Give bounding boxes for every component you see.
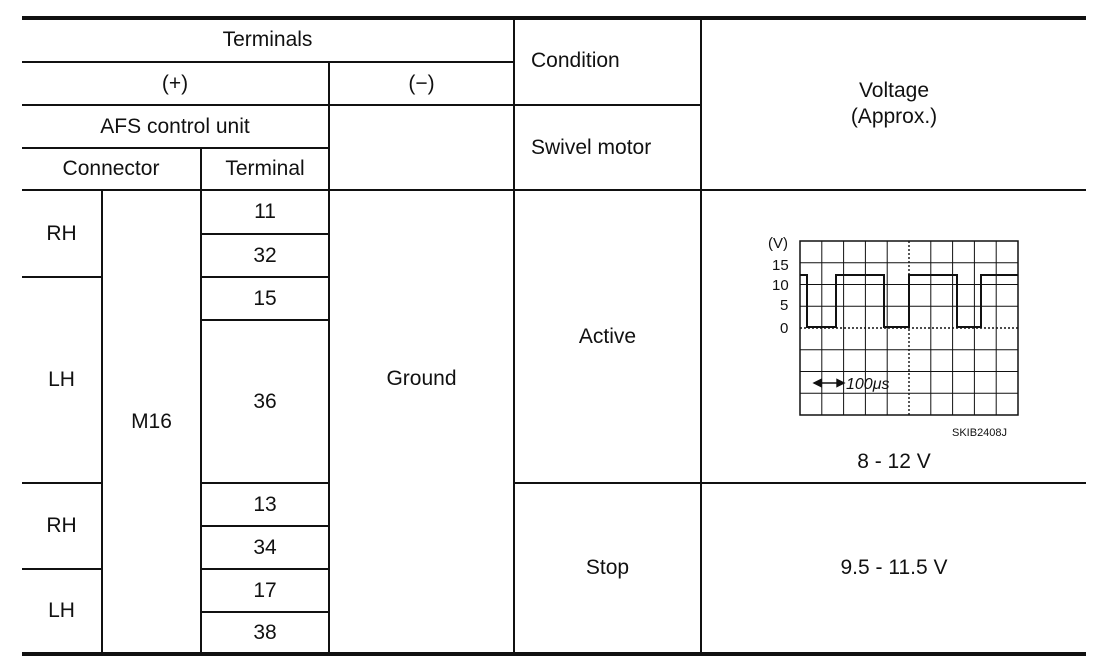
table-top-border <box>22 16 1086 20</box>
scope-y-tick: 5 <box>780 297 788 314</box>
scope-time-label: 100μs <box>846 376 889 393</box>
header-terminals: Terminals <box>222 27 313 51</box>
figure-code: SKIB2408J <box>952 427 1007 439</box>
rule <box>513 18 515 654</box>
side-cell: RH <box>46 221 77 245</box>
rule <box>22 568 102 570</box>
waveform-trace <box>800 274 1018 328</box>
terminal-cell: 11 <box>254 200 276 224</box>
terminal-cell: 17 <box>253 578 277 602</box>
rule <box>328 62 330 654</box>
rule <box>201 276 329 278</box>
header-voltage: Voltage (Approx.) <box>702 18 1086 189</box>
scope-y-tick: 15 <box>772 257 789 274</box>
header-afs-control-unit: AFS control unit <box>100 114 250 138</box>
condition-active: Active <box>578 324 637 348</box>
terminal-cell: 32 <box>253 243 277 267</box>
header-swivel-motor: Swivel motor <box>531 135 652 159</box>
side-cell: RH <box>46 514 77 538</box>
scope-grid <box>799 240 1019 416</box>
header-plus: (+) <box>161 71 189 95</box>
voltage-active: 8 - 12 V <box>857 450 931 474</box>
rule <box>22 61 514 63</box>
header-terminal: Terminal <box>225 157 305 181</box>
rule <box>514 482 1086 484</box>
rule <box>22 482 102 484</box>
time-scale-arrow <box>812 378 846 388</box>
terminal-cell: 34 <box>253 535 277 559</box>
condition-stop: Stop <box>585 556 630 580</box>
side-cell: LH <box>48 368 75 392</box>
side-cell: LH <box>48 599 75 623</box>
voltage-stop: 9.5 - 11.5 V <box>840 556 948 580</box>
rule <box>201 319 329 321</box>
header-minus: (−) <box>408 71 435 95</box>
rule <box>700 18 702 654</box>
rule <box>201 525 329 527</box>
scope-y-tick: 10 <box>772 277 789 294</box>
rule <box>22 276 102 278</box>
table-bottom-border <box>22 652 1086 656</box>
rule <box>22 147 329 149</box>
rule <box>101 190 103 654</box>
header-bottom-rule <box>22 189 1086 191</box>
terminal-cell: 15 <box>253 286 277 310</box>
ground-cell: Ground <box>386 367 457 391</box>
rule <box>201 568 329 570</box>
terminal-cell: 38 <box>253 620 277 644</box>
scope-y-tick: 0 <box>780 320 788 337</box>
rule <box>22 104 701 106</box>
scope-unit-label: (V) <box>768 235 788 252</box>
rule <box>201 611 329 613</box>
rule <box>200 148 202 654</box>
terminal-cell: 36 <box>253 389 277 413</box>
header-condition: Condition <box>531 49 620 73</box>
oscilloscope-waveform: (V) 15 10 5 0 100μs SKIB2408J <box>766 234 1034 446</box>
header-voltage-line1: Voltage <box>858 79 930 103</box>
header-connector: Connector <box>62 157 160 181</box>
terminal-cell: 13 <box>253 492 277 516</box>
rule <box>201 233 329 235</box>
header-voltage-line2: (Approx.) <box>850 104 938 128</box>
connector-cell: M16 <box>131 409 172 433</box>
rule <box>201 482 329 484</box>
